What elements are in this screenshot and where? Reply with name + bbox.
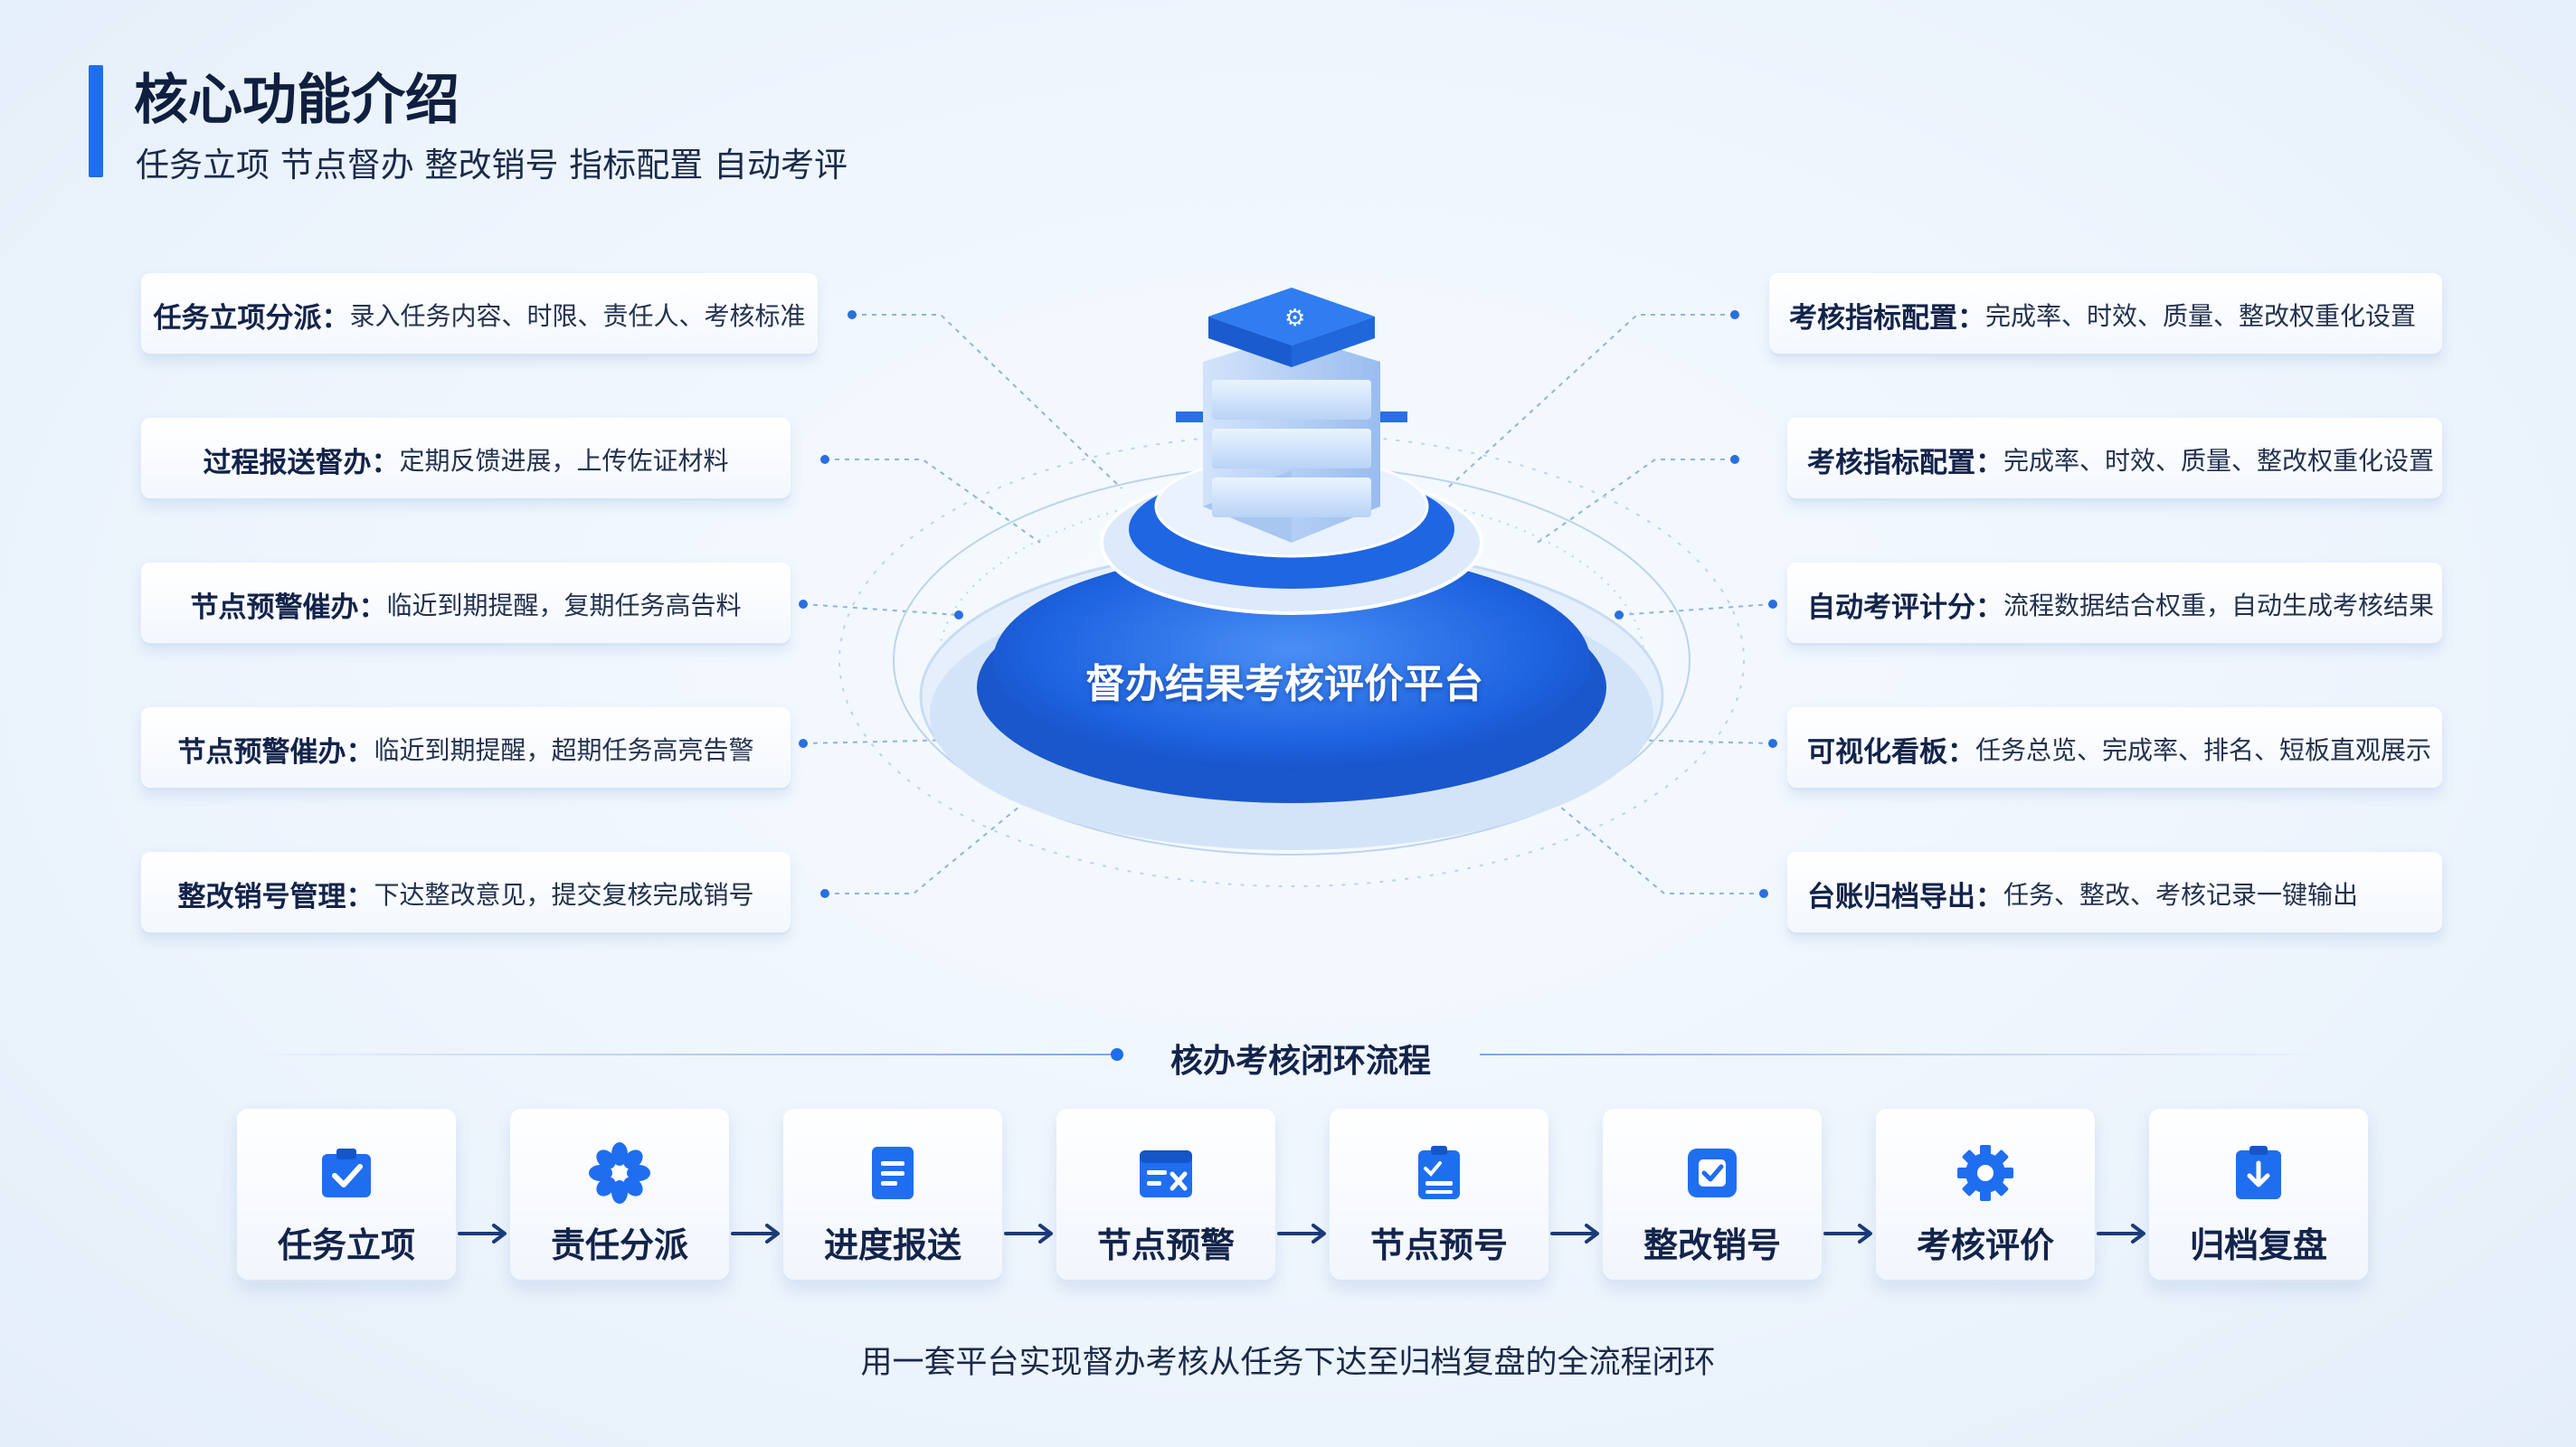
feature-label: 自动考评计分： xyxy=(1807,591,2003,624)
feature-desc: 完成率、时效、质量、整改权重化设置 xyxy=(1985,301,2417,331)
feature-card-right-3: 自动考评计分： 流程数据结合权重，自动生成考核结果 xyxy=(1787,563,2442,646)
feature-desc: 定期反馈进展，上传佐证材料 xyxy=(399,446,729,476)
feature-label: 过程报送督办： xyxy=(203,446,400,479)
shield-check-icon xyxy=(1688,1149,1737,1197)
gear-icon xyxy=(1957,1145,2013,1201)
feature-desc: 临近到期提醒，超期任务高亮告警 xyxy=(374,735,754,765)
feature-desc: 完成率、时效、质量、整改权重化设置 xyxy=(2003,446,2435,476)
page-title: 核心功能介绍 xyxy=(134,69,459,132)
feature-label: 节点预警催办： xyxy=(177,735,374,769)
document-lines-icon xyxy=(872,1147,914,1199)
feature-desc: 下达整改意见，提交复核完成销号 xyxy=(374,880,754,910)
feature-card-left-2: 过程报送督办： 定期反馈进展，上传佐证材料 xyxy=(141,418,791,501)
flow-step-5: 节点预号 xyxy=(1330,1109,1548,1282)
feature-desc: 临近到期提醒，复期任务高告料 xyxy=(386,591,742,620)
flow-divider-right xyxy=(1480,1054,2330,1055)
flow-step-8: 归档复盘 xyxy=(2149,1109,2368,1282)
feature-card-left-5: 整改销号管理： 下达整改意见，提交复核完成销号 xyxy=(141,852,791,935)
arrow-right-icon xyxy=(1004,1224,1053,1244)
feature-card-right-5: 台账归档导出： 任务、整改、考核记录一键输出 xyxy=(1787,852,2442,935)
flower-icon xyxy=(589,1142,650,1204)
svg-text:⚙: ⚙ xyxy=(1284,305,1305,332)
flow-step-label: 考核评价 xyxy=(1916,1225,2054,1265)
calendar-alert-icon xyxy=(1140,1150,1192,1197)
flow-step-label: 节点预警 xyxy=(1096,1225,1235,1265)
flow-divider-dot xyxy=(1111,1048,1123,1061)
feature-desc: 流程数据结合权重，自动生成考核结果 xyxy=(2003,591,2435,620)
flow-step-label: 进度报送 xyxy=(823,1225,961,1265)
flow-step-label: 任务立项 xyxy=(277,1225,415,1265)
flow-step-6: 整改销号 xyxy=(1603,1109,1822,1282)
footer-caption: 用一套平台实现督办考核从任务下达至归档复盘的全流程闭环 xyxy=(860,1345,1716,1381)
feature-label: 台账归档导出： xyxy=(1807,880,2003,913)
clipboard-list-icon xyxy=(1418,1146,1460,1199)
platform-title: 督办结果考核评价平台 xyxy=(1085,661,1483,707)
feature-card-right-1: 考核指标配置： 完成率、时效、质量、整改权重化设置 xyxy=(1769,273,2442,356)
feature-label: 节点预警催办： xyxy=(190,591,387,624)
page-subtitle: 任务立项 节点督办 整改销号 指标配置 自动考评 xyxy=(136,146,848,184)
feature-card-left-1: 任务立项分派： 录入任务内容、时限、责任人、考核标准 xyxy=(141,273,818,356)
feature-label: 考核指标配置： xyxy=(1807,446,2003,479)
feature-desc: 任务总览、完成率、排名、短板直观展示 xyxy=(1975,735,2432,765)
title-accent-bar xyxy=(89,65,103,177)
feature-desc: 任务、整改、考核记录一键输出 xyxy=(2003,880,2359,910)
arrow-right-icon xyxy=(1277,1224,1326,1244)
arrow-right-icon xyxy=(1823,1224,1872,1244)
flow-step-1: 任务立项 xyxy=(237,1109,456,1282)
flow-step-label: 节点预号 xyxy=(1369,1225,1508,1265)
feature-card-left-3: 节点预警催办： 临近到期提醒，复期任务高告料 xyxy=(141,563,791,646)
flow-title: 核办考核闭环流程 xyxy=(1170,1043,1431,1080)
flow-step-label: 整改销号 xyxy=(1643,1225,1781,1265)
feature-card-left-4: 节点预警催办： 临近到期提醒，超期任务高亮告警 xyxy=(141,707,791,790)
flow-step-7: 考核评价 xyxy=(1876,1109,2095,1282)
flow-step-label: 归档复盘 xyxy=(2189,1225,2327,1265)
platform-graphic: ⚙ xyxy=(838,288,1745,887)
arrow-right-icon xyxy=(1550,1224,1599,1244)
feature-label: 整改销号管理： xyxy=(177,880,374,913)
flow-step-2: 责任分派 xyxy=(510,1109,729,1282)
arrow-right-icon xyxy=(731,1224,780,1244)
feature-card-right-4: 可视化看板： 任务总览、完成率、排名、短板直观展示 xyxy=(1787,707,2442,790)
arrow-right-icon xyxy=(2097,1224,2145,1244)
flow-step-4: 节点预警 xyxy=(1056,1109,1275,1282)
feature-label: 考核指标配置： xyxy=(1789,301,1985,335)
feature-label: 可视化看板： xyxy=(1807,735,1975,769)
clipboard-check-icon xyxy=(322,1149,371,1197)
feature-desc: 录入任务内容、时限、责任人、考核标准 xyxy=(349,301,806,331)
flow-divider-left xyxy=(244,1054,1113,1055)
flow-step-label: 责任分派 xyxy=(550,1225,688,1265)
clipboard-download-icon xyxy=(2236,1146,2281,1199)
arrow-right-icon xyxy=(458,1224,507,1244)
feature-card-right-2: 考核指标配置： 完成率、时效、质量、整改权重化设置 xyxy=(1787,418,2442,501)
flow-step-3: 进度报送 xyxy=(783,1109,1002,1282)
feature-label: 任务立项分派： xyxy=(153,301,350,335)
